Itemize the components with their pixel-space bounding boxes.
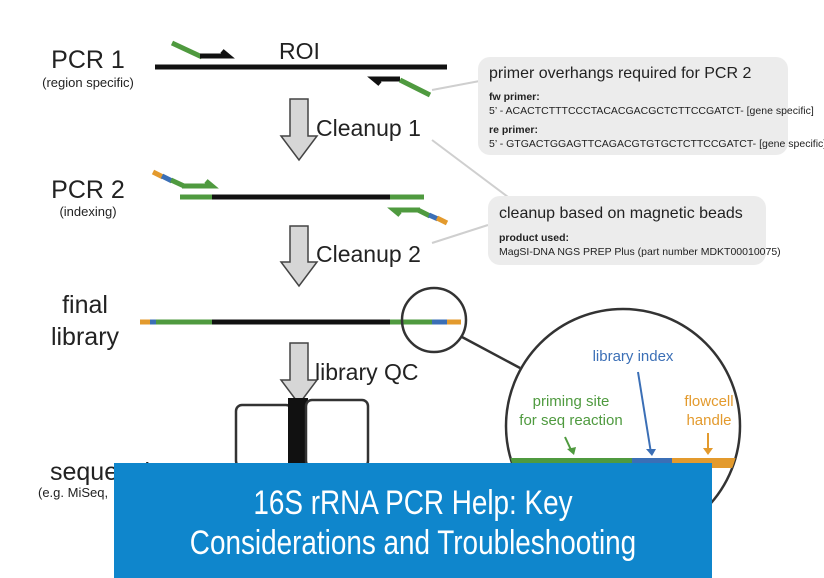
pcr2-fw-green — [169, 177, 186, 189]
pcr1-title: PCR 1 — [51, 46, 125, 74]
priming-site-label-line1: priming site — [532, 393, 610, 410]
zoom-pointer-priming-head — [567, 447, 576, 455]
pcr2-dna — [151, 169, 449, 226]
callout-connector-primer — [431, 79, 486, 91]
pcr1-fw-primer — [200, 49, 235, 59]
cleanup2-label: Cleanup 2 — [316, 241, 421, 267]
pcr2-re-blue — [427, 212, 440, 222]
cleanup-callout-title: cleanup based on magnetic beads — [499, 205, 743, 222]
re-primer-sequence: 5’ - GTGACTGGAGTTCAGACGTGTGCTCTTCCGATCT-… — [489, 138, 824, 150]
re-primer-heading: re primer: — [489, 124, 539, 136]
library-qc-label: library QC — [315, 359, 419, 385]
final-title-line2: library — [50, 323, 120, 351]
fw-primer-sequence: 5’ - ACACTCTTTCCCTACACGACGCTCTTCCGATCT- … — [489, 105, 814, 117]
pcr1-dna — [155, 40, 447, 98]
product-name: MagSI-DNA NGS PREP Plus (part number MDK… — [499, 246, 781, 258]
sequencer-icon — [234, 398, 370, 469]
magnifier-connector — [461, 335, 521, 370]
pcr2-re-primer — [387, 207, 420, 217]
magnifier-small-circle — [400, 286, 468, 354]
roi-label: ROI — [279, 38, 320, 64]
primer-callout-title: primer overhangs required for PCR 2 — [489, 65, 752, 82]
callout-connector-cleanup2 — [431, 224, 489, 244]
pcr2-re-green — [416, 207, 432, 219]
flowcell-handle-label-line1: flowcell — [684, 393, 734, 410]
zoom-pointer-index — [637, 371, 652, 454]
cleanup1-label: Cleanup 1 — [316, 115, 421, 141]
pcr1-fw-overhang — [170, 40, 204, 60]
sequencing-subtitle: (e.g. MiSeq, — [38, 485, 109, 500]
arrow-cleanup1 — [279, 98, 319, 162]
zoom-pointer-flowcell-head — [703, 448, 713, 455]
pcr2-fw-primer — [182, 179, 219, 189]
zoom-pointer-index-head — [646, 449, 656, 456]
pcr2-title: PCR 2 — [51, 176, 125, 204]
priming-site-label-line2: for seq reaction — [519, 412, 623, 429]
flowcell-handle-label-line2: handle — [686, 412, 732, 429]
fw-primer-heading: fw primer: — [489, 91, 540, 103]
product-heading: product used: — [499, 232, 569, 244]
pcr2-re-orange — [435, 215, 449, 226]
pcr2-fw-orange — [151, 169, 165, 180]
pcr1-re-primer — [367, 76, 400, 86]
title-banner: 16S rRNA PCR Help: Key Considerations an… — [114, 463, 712, 578]
pcr2-fw-blue — [160, 173, 174, 184]
banner-title-line2: Considerations and Troubleshooting — [189, 524, 637, 562]
cleanup-callout: cleanup based on magnetic beads product … — [488, 196, 781, 265]
library-index-label: library index — [592, 348, 674, 365]
arrow-library-qc — [279, 342, 319, 406]
pcr2-subtitle: (indexing) — [59, 204, 117, 219]
final-title-line1: final — [62, 291, 108, 319]
pcr1-subtitle: (region specific) — [42, 75, 134, 90]
banner-title-line1: 16S rRNA PCR Help: Key — [253, 484, 573, 522]
primer-callout: primer overhangs required for PCR 2 fw p… — [478, 57, 824, 155]
arrow-cleanup2 — [279, 225, 319, 288]
pcr1-re-overhang — [398, 77, 432, 98]
callout-connector-cleanup1 — [431, 139, 521, 207]
